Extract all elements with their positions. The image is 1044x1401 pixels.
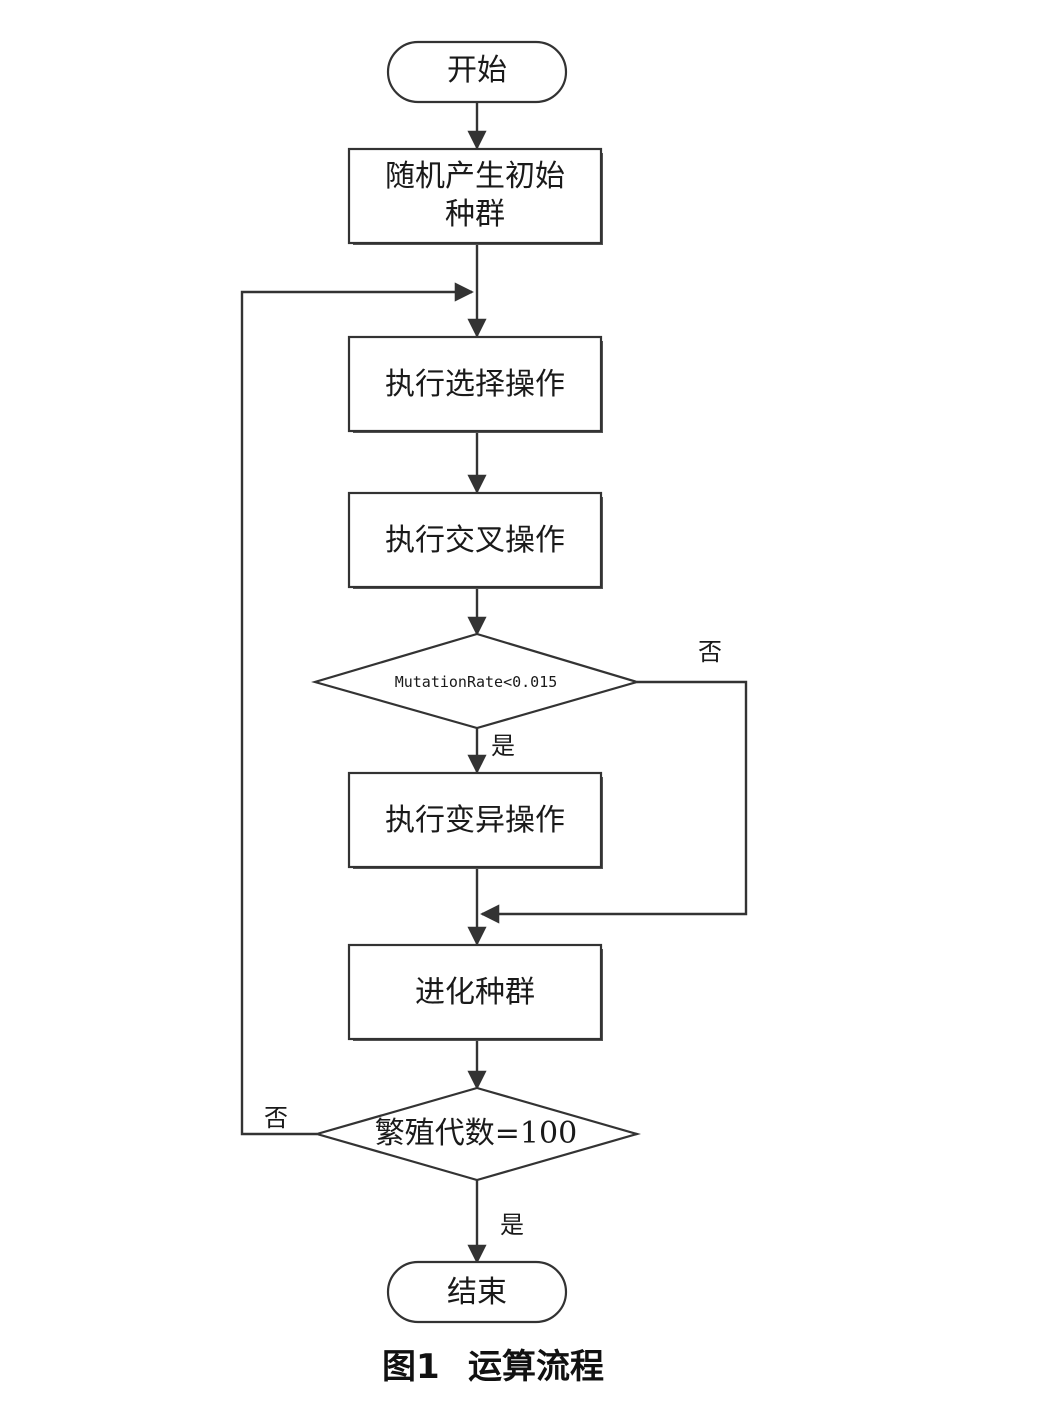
generation-condition-node: 繁殖代数=100 否 是 xyxy=(264,1086,641,1239)
mutation-yes-label: 是 xyxy=(491,732,515,760)
end-label: 结束 xyxy=(447,1275,507,1310)
selection-box xyxy=(347,335,603,433)
mutation-condition-diamond xyxy=(311,632,641,730)
edge-generation-no-loop xyxy=(240,282,474,1136)
selection-label: 执行选择操作 xyxy=(385,367,565,402)
evolve-node: 进化种群 xyxy=(347,943,603,1041)
init-population-box xyxy=(347,147,603,245)
mutation-box xyxy=(347,771,603,869)
end-terminator-shape xyxy=(386,1260,568,1324)
start-terminator-shape xyxy=(386,40,568,104)
start-label: 开始 xyxy=(447,53,507,88)
caption-figure-number: 图1 xyxy=(382,1347,440,1387)
generation-condition-diamond xyxy=(313,1086,641,1182)
init-population-label-line2: 种群 xyxy=(445,197,505,232)
mutation-condition-label: MutationRate<0.015 xyxy=(395,673,558,691)
crossover-node: 执行交叉操作 xyxy=(347,491,603,589)
end-node: 结束 xyxy=(386,1260,568,1324)
evolve-box xyxy=(347,943,603,1041)
edge-condition-no-bypass xyxy=(480,680,748,924)
connectors xyxy=(240,102,748,1264)
mutation-condition-node: MutationRate<0.015 否 是 xyxy=(311,632,722,760)
generation-condition-label: 繁殖代数=100 xyxy=(375,1116,577,1151)
crossover-box xyxy=(347,491,603,589)
init-population-node: 随机产生初始 种群 xyxy=(347,147,603,245)
mutation-node: 执行变异操作 xyxy=(347,771,603,869)
generation-yes-label: 是 xyxy=(500,1211,524,1239)
mutation-no-label: 否 xyxy=(698,638,722,666)
init-population-label-line1: 随机产生初始 xyxy=(385,159,565,194)
selection-node: 执行选择操作 xyxy=(347,335,603,433)
caption-title: 运算流程 xyxy=(468,1347,604,1387)
figure-caption: 图1 运算流程 xyxy=(382,1347,604,1387)
start-node: 开始 xyxy=(386,40,568,104)
crossover-label: 执行交叉操作 xyxy=(385,523,565,558)
evolve-label: 进化种群 xyxy=(415,975,535,1010)
generation-no-label: 否 xyxy=(264,1104,288,1132)
mutation-label: 执行变异操作 xyxy=(385,803,565,838)
